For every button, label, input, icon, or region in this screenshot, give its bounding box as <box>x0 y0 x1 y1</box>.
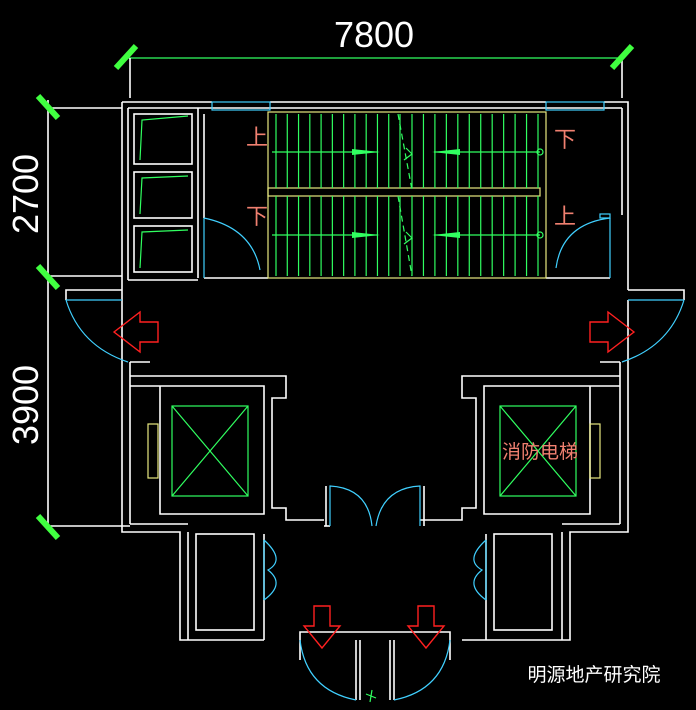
stair-treads <box>275 114 539 276</box>
dimension-height-upper: 2700 <box>5 154 46 234</box>
stair-label-down-top-right: 下 <box>554 128 576 153</box>
exit-arrow-bottom-left <box>302 605 342 650</box>
dimension-height-lower: 3900 <box>5 365 46 445</box>
exit-arrow-left <box>112 310 159 354</box>
watermark: 明源地产研究院 <box>527 664 660 686</box>
exit-arrow-bottom-right <box>406 605 446 650</box>
exit-arrow-right <box>589 310 636 354</box>
duct-shafts <box>133 113 193 273</box>
stair-label-up-top-left: 上 <box>246 126 268 151</box>
building-walls <box>65 101 685 700</box>
fire-elevator-label: 消防电梯 <box>502 441 578 463</box>
doors <box>65 213 685 703</box>
stair-label-up-bottom-right: 上 <box>554 205 576 230</box>
stair-label-down-bottom-left: 下 <box>246 205 268 230</box>
stair-flights <box>267 111 547 279</box>
elevators <box>147 405 601 497</box>
evacuation-arrows <box>112 310 636 650</box>
dimension-width-top: 7800 <box>334 14 414 55</box>
dimension-lines <box>35 43 635 541</box>
